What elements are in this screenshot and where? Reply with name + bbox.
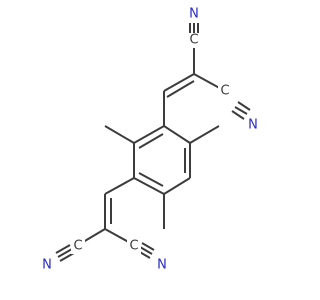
atom-label-layer: N C N C N C N C <box>40 6 260 273</box>
vinyl-double-bond-inner <box>166 80 195 98</box>
vinyl-double-bond <box>163 73 195 92</box>
nitrile-triple-bond <box>139 246 153 255</box>
nitrile-triple-bond <box>57 248 73 258</box>
nitrile-triple-bond <box>55 244 71 254</box>
nitrogen-atom-label: N <box>42 258 52 273</box>
nitrogen-atom-label: N <box>189 7 199 22</box>
nitrile-triple-bond <box>237 101 251 111</box>
ring-inner-bond <box>138 172 164 187</box>
nitrile-triple-bond <box>234 106 248 115</box>
methyl-bond <box>104 125 135 144</box>
vinyl-bond <box>104 177 135 195</box>
methyl-bond <box>189 125 220 144</box>
ring-bond <box>163 177 191 195</box>
nitrile-triple-bond <box>59 252 75 262</box>
bond-layer <box>55 23 251 262</box>
nitrile-triple-bond <box>231 110 245 120</box>
ring-bond <box>133 125 165 144</box>
nitrogen-atom-label: N <box>248 118 258 133</box>
molecule-structure-diagram: N C N C N C N C <box>40 6 260 273</box>
ring-inner-bond <box>138 133 164 149</box>
carbon-atom-label: C <box>220 84 229 99</box>
nitrile-triple-bond <box>141 242 155 251</box>
carbon-atom-label: C <box>73 239 82 254</box>
ring-bond <box>163 125 191 144</box>
carbon-atom-label: C <box>189 33 198 48</box>
nitrogen-atom-label: N <box>157 258 167 273</box>
ring-bond <box>133 177 165 195</box>
carbon-atom-label: C <box>129 239 138 254</box>
